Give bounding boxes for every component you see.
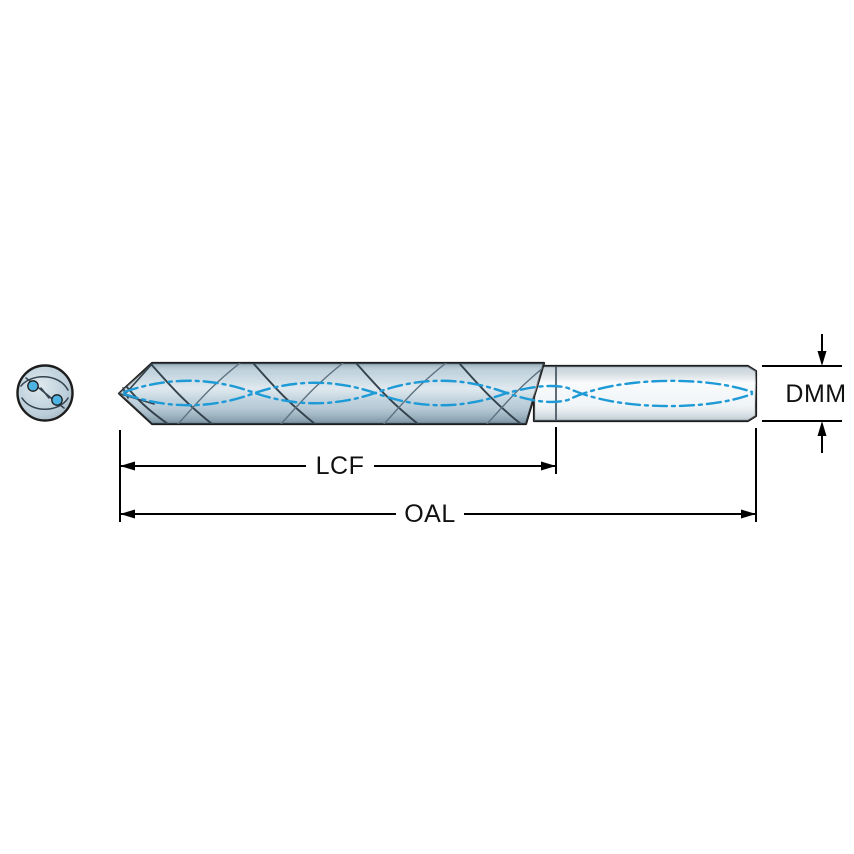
oal-label: OAL [404, 500, 456, 528]
coolant-channel-line-upper [122, 379, 754, 405]
dimension-oal [120, 509, 756, 519]
coolant-hole-left [27, 380, 39, 392]
drill-side-view [117, 361, 758, 426]
dimension-dmm [817, 334, 827, 453]
dimension-lcf [120, 461, 556, 471]
end-view-flute-profile [20, 376, 69, 410]
drill-shank-shading [534, 366, 756, 421]
drill-flute-shading [119, 363, 544, 424]
dimension-annotations [119, 334, 842, 522]
drill-end-view [16, 364, 74, 422]
coolant-hole-right [51, 394, 63, 406]
dmm-label: DMM [785, 380, 846, 408]
coolant-channel-line-lower [122, 381, 754, 408]
lcf-label: LCF [316, 452, 365, 480]
coolant-channel-lines [122, 379, 754, 408]
